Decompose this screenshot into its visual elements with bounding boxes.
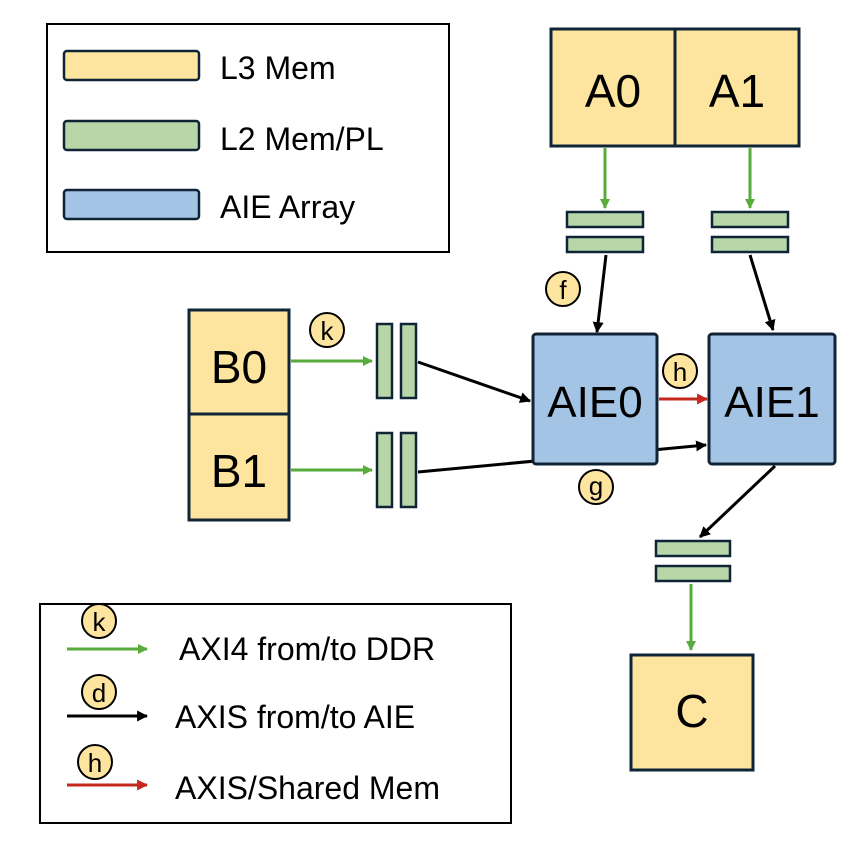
c-label: C xyxy=(675,685,708,737)
memory-legend: L3 Mem L2 Mem/PL AIE Array xyxy=(46,23,450,253)
l3-label: L3 Mem xyxy=(220,50,336,86)
legend-item-aie: AIE Array xyxy=(62,188,355,225)
legend-link-axis: d AXIS from/to AIE xyxy=(67,674,415,735)
aie-swatch xyxy=(62,188,201,221)
l2-buffer-a1 xyxy=(710,210,790,254)
b0-block xyxy=(187,308,291,416)
c-block xyxy=(629,653,755,772)
legend-axis-label: AXIS from/to AIE xyxy=(175,699,415,735)
b-blocks: B0 B1 xyxy=(187,308,291,522)
svg-text:k: k xyxy=(321,316,335,346)
l2-buffer-a0 xyxy=(565,210,645,254)
b0-label: B0 xyxy=(211,341,267,393)
legend-axi4-label: AXI4 from/to DDR xyxy=(179,631,435,667)
svg-text:g: g xyxy=(589,471,603,501)
legend-item-l3: L3 Mem xyxy=(62,49,336,86)
b1-block xyxy=(187,412,291,522)
aie1-to-output-l2-arrow xyxy=(698,464,777,539)
legend-badge-d xyxy=(81,674,117,710)
b1-label: B1 xyxy=(211,445,267,497)
a-blocks: A0 A1 xyxy=(549,27,801,148)
svg-text:k: k xyxy=(93,607,107,637)
a0-block xyxy=(549,27,677,148)
l2-to-aie1-arrow xyxy=(748,254,776,332)
legend-badge-h xyxy=(77,744,113,780)
svg-text:d: d xyxy=(92,678,106,708)
b0-buffer-to-aie0-arrow xyxy=(417,360,532,403)
a1-block xyxy=(673,27,801,148)
l2-swatch xyxy=(62,119,201,152)
badge-h: h xyxy=(662,353,698,389)
l2-label: L2 Mem/PL xyxy=(220,121,384,157)
aie0-label: AIE0 xyxy=(547,378,642,427)
aie1-block xyxy=(707,332,837,466)
a0-label: A0 xyxy=(585,65,641,117)
svg-text:f: f xyxy=(559,275,567,305)
aie1-label: AIE1 xyxy=(724,378,819,427)
svg-text:h: h xyxy=(673,357,687,387)
aie-label: AIE Array xyxy=(220,189,355,225)
l2-buffer-b0 xyxy=(375,322,418,400)
link-legend: k AXI4 from/to DDR d AXIS from/to AIE h … xyxy=(39,603,512,824)
svg-text:h: h xyxy=(88,748,102,778)
legend-shared-label: AXIS/Shared Mem xyxy=(175,770,440,806)
a1-label: A1 xyxy=(709,65,765,117)
legend-link-shared: h AXIS/Shared Mem xyxy=(67,744,440,806)
legend-link-axi4: k AXI4 from/to DDR xyxy=(67,603,435,667)
l2-to-aie0-arrow xyxy=(592,254,608,334)
l2-buffer-b1 xyxy=(375,431,418,509)
l2-buffer-output xyxy=(654,539,732,583)
badge-g: g xyxy=(578,469,614,505)
badge-k: k xyxy=(309,312,345,348)
legend-item-l2: L2 Mem/PL xyxy=(62,119,384,157)
aie0-block xyxy=(531,332,659,466)
legend-badge-k xyxy=(81,603,117,639)
l3-swatch xyxy=(62,49,201,82)
badge-f: f xyxy=(545,271,581,307)
